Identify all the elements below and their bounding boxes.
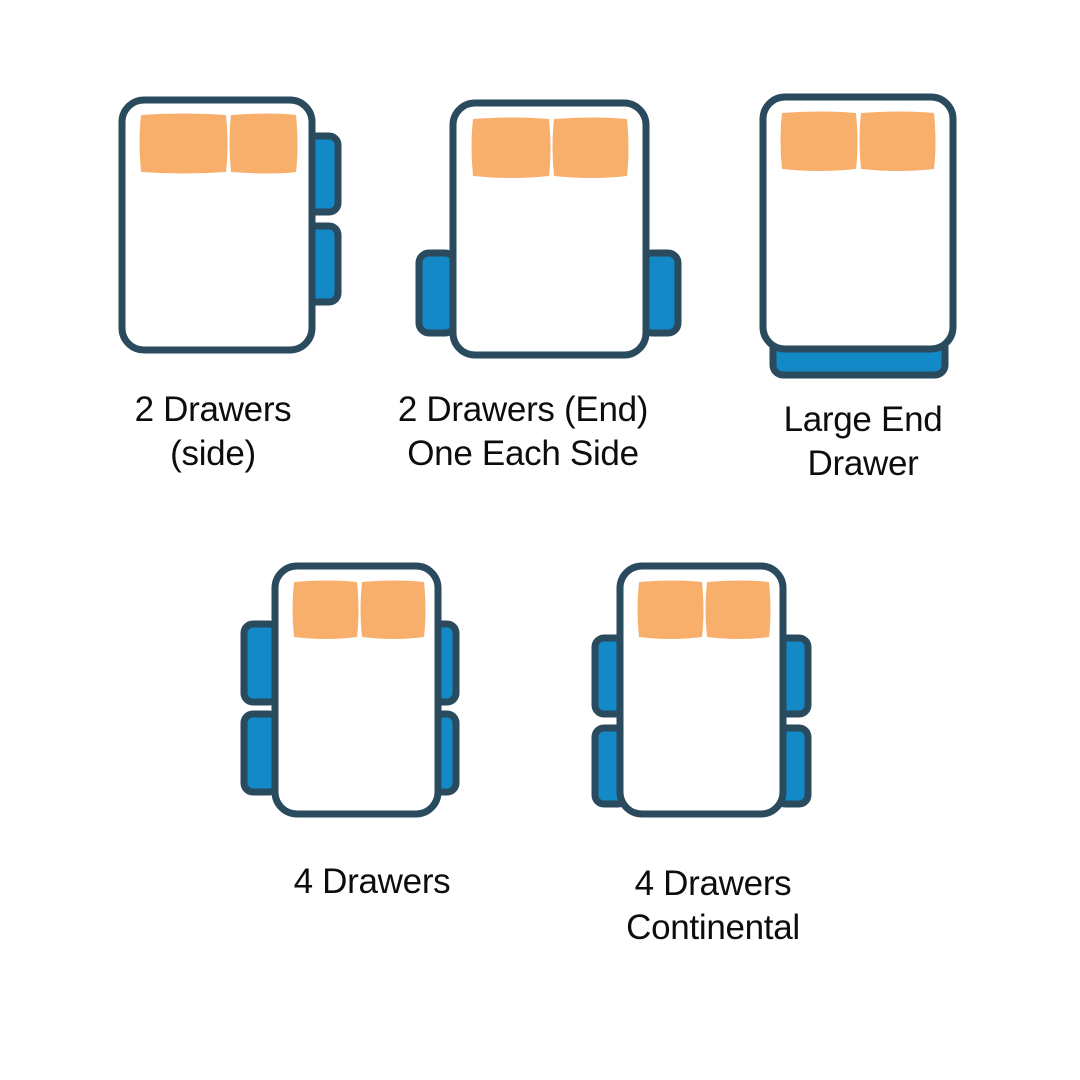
bed-icon-4-drawers-continental [591, 562, 812, 818]
pillow-left [780, 111, 858, 171]
pillow-right [705, 580, 771, 639]
pillow-left [637, 580, 704, 639]
option-label-large-end-drawer: Large End Drawer [783, 400, 943, 484]
pillow-right [229, 113, 298, 174]
pillow-group [637, 580, 771, 639]
option-label-2-drawers-end: 2 Drawers (End) One Each Side [397, 390, 649, 474]
bed-icon-4-drawers [240, 562, 460, 818]
pillow-right [552, 117, 629, 178]
pillow-group [292, 580, 426, 639]
bed-icon-large-end-drawer [759, 93, 957, 379]
pillow-group [471, 117, 629, 178]
pillow-left [292, 580, 359, 639]
pillow-right [859, 111, 936, 171]
option-label-2-drawers-side: 2 Drawers (side) [134, 390, 292, 474]
pillow-group [139, 113, 298, 174]
pillow-right [360, 580, 426, 639]
pillow-group [780, 111, 936, 171]
option-label-4-drawers: 4 Drawers [293, 862, 451, 901]
pillow-left [139, 113, 228, 174]
bed-icon-2-drawers-side [118, 96, 342, 354]
pillow-left [471, 117, 551, 178]
option-label-4-drawers-continental: 4 Drawers Continental [626, 864, 800, 948]
bed-icon-2-drawers-end [415, 99, 682, 359]
